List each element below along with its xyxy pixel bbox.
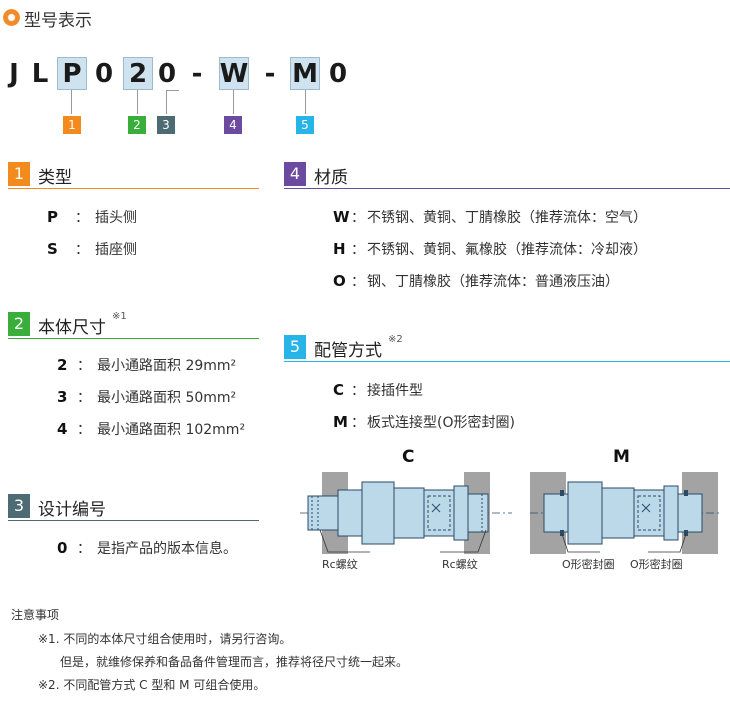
section-title: 配管方式※2 (314, 334, 403, 361)
footnote-mark: ※1 (112, 311, 127, 322)
diagram-c-left-label: Rc螺纹 (322, 558, 358, 571)
code-char: 0 (328, 59, 348, 89)
section-title: 本体尺寸※1 (38, 311, 127, 338)
piping-option: M：板式连接型(O形密封圈) (333, 413, 515, 431)
notes-heading: 注意事项 (11, 608, 60, 622)
code-char: - (191, 59, 203, 89)
connector-line (166, 90, 179, 91)
section-type-heading: 1 类型 (8, 162, 259, 189)
size-option: 2：最小通路面积 29mm² (57, 356, 237, 374)
section-piping-heading: 5 配管方式※2 (284, 334, 730, 362)
connector-line (305, 90, 306, 114)
material-option: H：不锈钢、黄铜、氟橡胶（推荐流体：冷却液） (333, 240, 647, 258)
code-box-size (123, 57, 153, 90)
section-rule (284, 188, 730, 189)
size-option: 3：最小通路面积 50mm² (57, 388, 237, 406)
diagram-c-label: C (402, 447, 415, 467)
badge-piping: 5 (296, 116, 314, 134)
code-box-type (57, 57, 87, 90)
diagram-m-left-label: O形密封圈 (562, 558, 615, 571)
section-rule (8, 338, 259, 339)
badge-size: 2 (128, 116, 146, 134)
section-number: 1 (8, 162, 30, 186)
connector-line (71, 90, 72, 114)
section-size-heading: 2 本体尺寸※1 (8, 311, 259, 339)
note-2: ※2. 不同配管方式 C 型和 M 可组合使用。 (38, 678, 266, 692)
connector-line (137, 90, 138, 114)
code-box-piping (290, 57, 320, 90)
code-char: J (9, 59, 19, 89)
code-char: W (219, 59, 249, 89)
diagram-c-right-label: Rc螺纹 (442, 558, 478, 571)
title-bullet-icon (3, 9, 20, 26)
size-option: 4：最小通路面积 102mm² (57, 420, 246, 438)
section-rule (8, 520, 259, 521)
code-box-material (219, 57, 249, 90)
code-char: 0 (157, 59, 177, 89)
section-title: 类型 (38, 168, 72, 188)
material-option: O：钢、丁腈橡胶（推荐流体：普通液压油） (333, 272, 619, 290)
code-char: L (31, 59, 49, 89)
connector-line (166, 90, 167, 114)
section-rule (8, 188, 259, 189)
section-design-heading: 3 设计编号 (8, 494, 259, 521)
section-number: 2 (8, 312, 30, 336)
design-option: 0：是指产品的版本信息。 (57, 539, 237, 557)
section-number: 5 (284, 335, 306, 359)
note-1: ※1. 不同的本体尺寸组合使用时，请另行咨询。 (38, 632, 292, 646)
section-title: 设计编号 (38, 500, 106, 520)
diagram-m-right-label: O形密封圈 (630, 558, 683, 571)
page-title: 型号表示 (24, 11, 92, 31)
note-1-continued: 但是，就维修保养和备品备件管理而言，推荐将径尺寸统一起来。 (60, 655, 409, 669)
badge-material: 4 (224, 116, 242, 134)
note-mark: ※2. (38, 678, 60, 692)
section-number: 3 (8, 494, 30, 518)
section-material-heading: 4 材质 (284, 162, 730, 189)
connector-line (233, 90, 234, 114)
section-title: 材质 (314, 168, 348, 188)
diagram-m-label: M (613, 447, 630, 467)
badge-design: 3 (157, 116, 175, 134)
piping-option: C：接插件型 (333, 381, 423, 399)
coupling-diagram-m (530, 472, 720, 554)
type-option: P：插头侧 (47, 208, 137, 226)
material-option: W：不锈钢、黄铜、丁腈橡胶（推荐流体：空气） (333, 208, 647, 226)
code-char: 0 (94, 59, 114, 89)
badge-type: 1 (63, 116, 81, 134)
code-char: P (62, 59, 82, 89)
section-rule (284, 361, 730, 362)
footnote-mark: ※2 (388, 334, 403, 345)
code-char: 2 (128, 59, 148, 89)
note-mark: ※1. (38, 632, 60, 646)
section-number: 4 (284, 162, 306, 186)
code-char: M (292, 59, 318, 89)
code-char: - (264, 59, 276, 89)
type-option: S：插座侧 (47, 240, 137, 258)
coupling-diagram-c (300, 472, 512, 554)
